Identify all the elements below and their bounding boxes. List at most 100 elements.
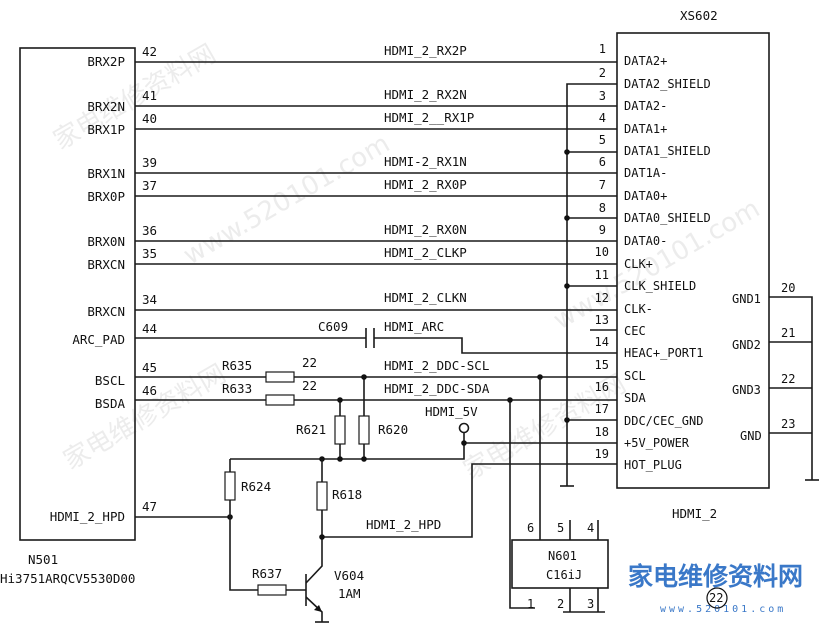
chip-n501-part: Hi3751ARQCV5530D00 [0, 571, 135, 586]
net-label: HDMI_5V [425, 404, 478, 419]
junction-dot [537, 374, 543, 380]
connector-pin-number: 6 [599, 155, 606, 169]
n601-pin: 4 [587, 521, 594, 535]
connector-pin-number: 7 [599, 178, 606, 192]
net-label: HDMI_2_DDC-SCL [384, 358, 489, 373]
gnd-pin-name: GND3 [732, 383, 761, 397]
gnd-pin-number: 22 [781, 372, 795, 386]
v604-label: V604 [334, 568, 364, 583]
net-label: HDMI_2_HPD [366, 517, 441, 532]
pin-number: 37 [142, 178, 157, 193]
connector-pin-name: SCL [624, 369, 646, 383]
connector-pin-name: DATA2_SHIELD [624, 77, 711, 91]
net-label: HDMI_2_RX2N [384, 87, 467, 102]
connector-pin-name: CLK+ [624, 257, 653, 271]
watermark-url: www.520101.com [179, 129, 396, 271]
connector-pin-number: 18 [595, 425, 609, 439]
shield-tap-wires [567, 151, 617, 421]
chip-n501-body [19, 47, 136, 541]
pin-number: 42 [142, 44, 157, 59]
net-label: HDMI_2__RX1P [384, 110, 474, 125]
pin-label: BRXCN [87, 304, 125, 319]
pin-number: 41 [142, 88, 157, 103]
r624-r637-wires [229, 459, 306, 591]
net-label: HDMI_2_RX0P [384, 177, 467, 192]
connector-pin-name: DATA0_SHIELD [624, 211, 711, 225]
pin-number: 36 [142, 223, 157, 238]
chip-n501-ref: N501 [28, 552, 58, 567]
n601-pin: 3 [587, 597, 594, 611]
pin-label: BRX0P [87, 189, 125, 204]
connector-pin-name: CLK_SHIELD [624, 279, 696, 293]
connector-xs602: XS602 HDMI_2 [616, 8, 770, 521]
sda-to-n601 [509, 400, 535, 609]
pin-label: BRXCN [87, 257, 125, 272]
junction-dot [361, 456, 367, 462]
resistor-r618 [316, 481, 328, 511]
page-number: 22 [709, 591, 723, 605]
net-label: HDMI_2_DDC-SDA [384, 381, 490, 396]
pin-label: BSCL [95, 373, 125, 388]
connector-pin-name: DATA1_SHIELD [624, 144, 711, 158]
gnd-pin-number: 20 [781, 281, 795, 295]
junction-dot [564, 215, 570, 221]
connector-pin-numbers: 1 2 3 4 5 6 7 8 9 10 11 12 13 14 15 16 1… [595, 42, 609, 461]
junction-dot [337, 397, 343, 403]
pin-number: 40 [142, 111, 157, 126]
signal-wires [135, 61, 617, 311]
connector-body [616, 32, 770, 489]
connector-pin-name: DDC/CEC_GND [624, 414, 703, 428]
connector-pin-name: HOT_PLUG [624, 458, 682, 472]
connector-pin-name: DATA1+ [624, 122, 667, 136]
connector-pin-name: DATA2+ [624, 54, 667, 68]
pin-label: BRX2N [87, 99, 125, 114]
connector-pin-number: 10 [595, 245, 609, 259]
connector-pin-number: 9 [599, 223, 606, 237]
resistor-r621 [334, 415, 346, 445]
resistor-r637 [257, 584, 287, 596]
connector-pin-number: 8 [599, 201, 606, 215]
n601-pin: 6 [527, 521, 534, 535]
chip-n501: N501 Hi3751ARQCV5530D00 [0, 47, 136, 586]
connector-pin-name: DATA0+ [624, 189, 667, 203]
junction-dot [319, 534, 325, 540]
hdmi-5v-terminal [458, 422, 470, 434]
pin-number: 46 [142, 383, 157, 398]
pin-label: BRX1N [87, 166, 125, 181]
pin-label: BRX1P [87, 122, 125, 137]
gnd-pin-number: 21 [781, 326, 795, 340]
r633-value: 22 [302, 378, 317, 393]
junction-dot [461, 440, 467, 446]
n601-ref: N601 [548, 549, 577, 563]
n601-part: C16iJ [546, 568, 582, 582]
r635-label: R635 [222, 358, 252, 373]
pin-number: 44 [142, 321, 157, 336]
resistor-r633 [265, 394, 295, 406]
junction-dot [337, 456, 343, 462]
connector-pin-name: DAT1A- [624, 166, 667, 180]
connector-pin-number: 3 [599, 89, 606, 103]
gnd-pin-name: GND [740, 429, 762, 443]
pin-number: 39 [142, 155, 157, 170]
connector-pin-number: 5 [599, 133, 606, 147]
connector-pin-number: 19 [595, 447, 609, 461]
connector-pin-names: DATA2+ DATA2_SHIELD DATA2- DATA1+ DATA1_… [624, 54, 711, 472]
gnd-bus-wire [769, 296, 813, 480]
logo-text: 家电维修资料网 [628, 562, 803, 591]
pin-number: 47 [142, 499, 157, 514]
r621-label: R621 [296, 422, 326, 437]
junction-dot [564, 417, 570, 423]
capacitor-c609 [365, 328, 375, 348]
pin-label: HDMI_2_HPD [50, 509, 125, 524]
r635-value: 22 [302, 355, 317, 370]
gnd-pin-number: 23 [781, 417, 795, 431]
resistor-r620 [358, 415, 370, 445]
v604-part: 1AM [338, 586, 361, 601]
gnd-pin-name: GND1 [732, 292, 761, 306]
hpd-circuit: R624 R637 R618 V604 1AM [135, 459, 617, 623]
shield-ground-bus [560, 83, 617, 487]
connector-pin-name: DATA2- [624, 99, 667, 113]
connector-pin-number: 4 [599, 111, 606, 125]
connector-label: HDMI_2 [672, 506, 717, 521]
